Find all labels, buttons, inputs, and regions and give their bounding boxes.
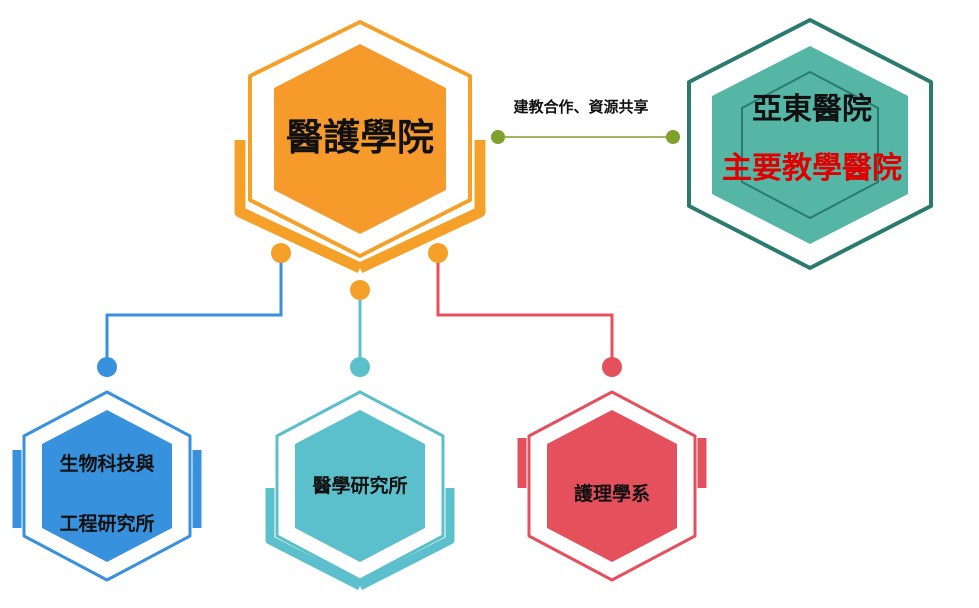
nursing-hex-outline (527, 390, 697, 582)
node-partner: 亞東醫院 主要教學醫院 (687, 18, 933, 270)
medical-research-bracket-left (265, 488, 363, 591)
biotech-label-line1: 生物科技與 (59, 452, 154, 475)
center-bracket-left (234, 140, 363, 273)
connector-biotech (105, 255, 283, 366)
connector-dot-biotech (97, 357, 117, 377)
partner-hex-inner-line (741, 71, 879, 219)
center-title: 醫護學院 (286, 115, 434, 159)
node-biotech: 生物科技與 工程研究所 (12, 390, 202, 582)
partner-subtitle: 主要教學醫院 (722, 151, 902, 186)
connectors (97, 243, 622, 377)
node-nursing: 護理學系 (517, 390, 707, 582)
connector-dot-top-middle (350, 280, 370, 300)
biotech-hex-outline (22, 390, 192, 582)
medical-research-bracket-right (357, 488, 455, 591)
partnership-link: 建教合作、資源共享 (491, 98, 680, 144)
node-medical-research: 醫學研究所 (265, 390, 455, 591)
connector-dot-nursing (602, 357, 622, 377)
partner-title: 亞東醫院 (752, 92, 872, 127)
node-center: 醫護學院 (234, 20, 486, 273)
nursing-hex-fill (547, 410, 677, 562)
partnership-dot-right (666, 130, 680, 144)
partnership-label: 建教合作、資源共享 (513, 98, 648, 116)
connector-dot-top-right (428, 243, 448, 263)
medical-research-hex-fill (295, 410, 425, 562)
biotech-hex-fill (42, 410, 172, 562)
connector-dot-top-left (271, 243, 291, 263)
center-hex-fill (274, 44, 446, 234)
connector-nursing (436, 255, 614, 366)
biotech-label-line2: 工程研究所 (59, 512, 154, 535)
connector-dot-medical-research (350, 357, 370, 377)
center-hex-outline (248, 20, 472, 258)
nursing-label: 護理學系 (574, 482, 650, 505)
partnership-dot-left (491, 130, 505, 144)
partner-hex-fill (712, 46, 908, 244)
medical-research-label: 醫學研究所 (312, 474, 407, 497)
medical-research-hex-outline (275, 390, 445, 582)
center-bracket-right (357, 140, 486, 273)
